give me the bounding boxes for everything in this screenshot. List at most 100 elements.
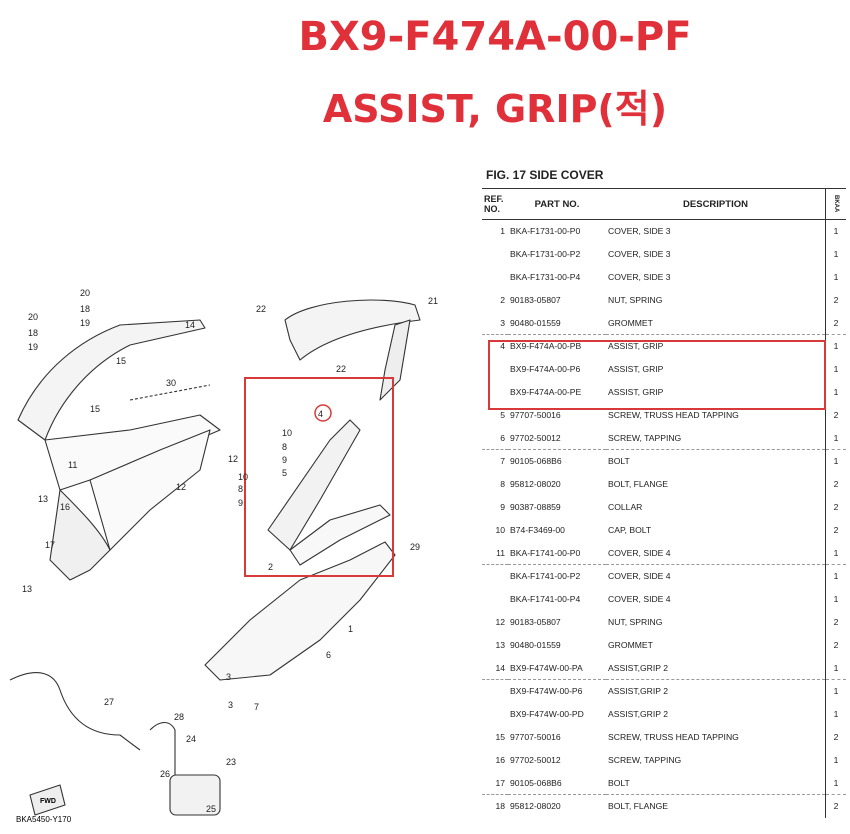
callout-label: 11 — [68, 460, 77, 470]
col-desc: DESCRIPTION — [606, 188, 826, 220]
row-part: BX9-F474W-00-PD — [510, 709, 584, 720]
col-ref: REF. NO. — [482, 188, 508, 220]
row-ref — [482, 703, 508, 726]
callout-label: 20 — [80, 288, 90, 298]
row-qty: 1 — [825, 448, 846, 473]
row-qty: 2 — [825, 288, 846, 312]
row-qty: 1 — [825, 265, 846, 289]
row-desc: ASSIST, GRIP — [608, 364, 664, 375]
row-ref — [482, 678, 508, 703]
row-ref: 2 — [500, 294, 505, 305]
callout-label: 12 — [228, 454, 238, 464]
row-desc: SCREW, TRUSS HEAD TAPPING — [608, 731, 739, 742]
row-part: 97702-50012 — [510, 754, 561, 765]
row-ref: 8 — [500, 479, 505, 490]
row-part: BKA-F1731-00-P4 — [510, 271, 581, 282]
row-desc: COVER, SIDE 3 — [608, 271, 671, 282]
row-desc: SCREW, TAPPING — [608, 754, 682, 765]
drawing-code: BKA5450-Y170 — [16, 815, 72, 824]
part-name-title: ASSIST, GRIP(적) — [322, 87, 668, 131]
row-part: 95812-08020 — [510, 479, 561, 490]
table-row: BKA-F1731-00-P4 COVER, SIDE 3 1 — [482, 265, 846, 289]
row-part: 97707-50016 — [510, 731, 561, 742]
row-qty: 1 — [825, 333, 846, 358]
row-part: 90387-08859 — [510, 501, 561, 512]
callout-label: 3 — [226, 672, 231, 682]
callout-label: 13 — [22, 584, 32, 594]
row-desc: GROMMET — [608, 317, 653, 328]
figure-title: FIG. 17 SIDE COVER — [486, 168, 604, 182]
row-qty: 2 — [825, 403, 846, 427]
row-part: 97702-50012 — [510, 432, 561, 443]
row-desc: SCREW, TRUSS HEAD TAPPING — [608, 409, 739, 420]
row-desc: ASSIST,GRIP 2 — [606, 678, 826, 703]
row-qty: 1 — [825, 678, 846, 703]
row-desc: BOLT — [608, 777, 630, 788]
row-part: BKA-F1741-00-P0 — [510, 547, 581, 558]
row-desc: ASSIST,GRIP 2 — [608, 662, 669, 673]
row-qty: 1 — [825, 563, 846, 588]
row-desc: ASSIST,GRIP 2 — [608, 709, 669, 720]
row-part: BX9-F474A-00-P6 — [510, 364, 581, 375]
callout-label: 6 — [326, 650, 331, 660]
callout-label: 14 — [185, 320, 195, 330]
parts-list-panel: FIG. 17 SIDE COVER REF. NO. PART NO. DES… — [482, 164, 850, 834]
row-ref — [482, 243, 508, 266]
row-qty: 1 — [825, 426, 846, 450]
callout-label: 30 — [166, 378, 176, 388]
row-part: 90480-01559 — [510, 317, 561, 328]
row-part: BX9-F474A-00-PE — [510, 386, 582, 397]
row-part: B74-F3469-00 — [510, 524, 565, 535]
callout-label: 19 — [80, 318, 90, 328]
callout-label: 28 — [174, 712, 184, 722]
callout-label: 2 — [268, 562, 273, 572]
row-part: BX9-F474W-00-PA — [510, 662, 583, 673]
row-qty: 2 — [825, 725, 846, 749]
part-number-title: BX9-F474A-00-PF — [298, 14, 692, 60]
callout-label: 4 — [318, 409, 323, 419]
row-part: 90183-05807 — [510, 616, 561, 627]
row-desc: ASSIST, GRIP — [606, 333, 826, 358]
callout-label: 1 — [348, 624, 353, 634]
col-qty: BKAA — [825, 188, 846, 220]
callout-label: 18 — [80, 304, 90, 314]
row-qty: 2 — [825, 610, 846, 634]
row-qty: 1 — [825, 702, 846, 726]
col-part: PART NO. — [508, 188, 606, 220]
callout-label: 8 — [282, 442, 287, 452]
callout-label: 16 — [60, 502, 70, 512]
row-desc: SCREW, TAPPING — [608, 432, 682, 443]
callout-label: 7 — [254, 702, 259, 712]
row-qty: 1 — [825, 219, 846, 243]
row-qty: 1 — [825, 656, 846, 680]
row-desc: NUT, SPRING — [608, 294, 663, 305]
callout-label: 26 — [160, 769, 170, 779]
callout-label: 18 — [28, 328, 38, 338]
row-ref: 16 — [495, 754, 505, 765]
callout-label: 21 — [428, 296, 438, 306]
row-ref: 1 — [500, 226, 505, 237]
col-ref-line1: REF. — [484, 194, 504, 204]
callout-label: 3 — [228, 700, 233, 710]
row-desc: CAP, BOLT — [608, 524, 652, 535]
row-ref: 12 — [495, 616, 505, 627]
row-part: BKA-F1731-00-P2 — [510, 249, 581, 260]
row-qty: 1 — [825, 357, 846, 381]
highlight-rows-box — [488, 340, 826, 410]
row-ref: 11 — [496, 547, 505, 558]
row-part: BKA-F1741-00-P4 — [510, 594, 581, 605]
exploded-parts-diagram: 2018192018191415153011121213161713222122… — [9, 288, 438, 824]
row-desc: BOLT, FLANGE — [606, 793, 826, 818]
row-part: BX9-F474W-00-P6 — [508, 678, 606, 703]
row-desc: COLLAR — [608, 501, 643, 512]
